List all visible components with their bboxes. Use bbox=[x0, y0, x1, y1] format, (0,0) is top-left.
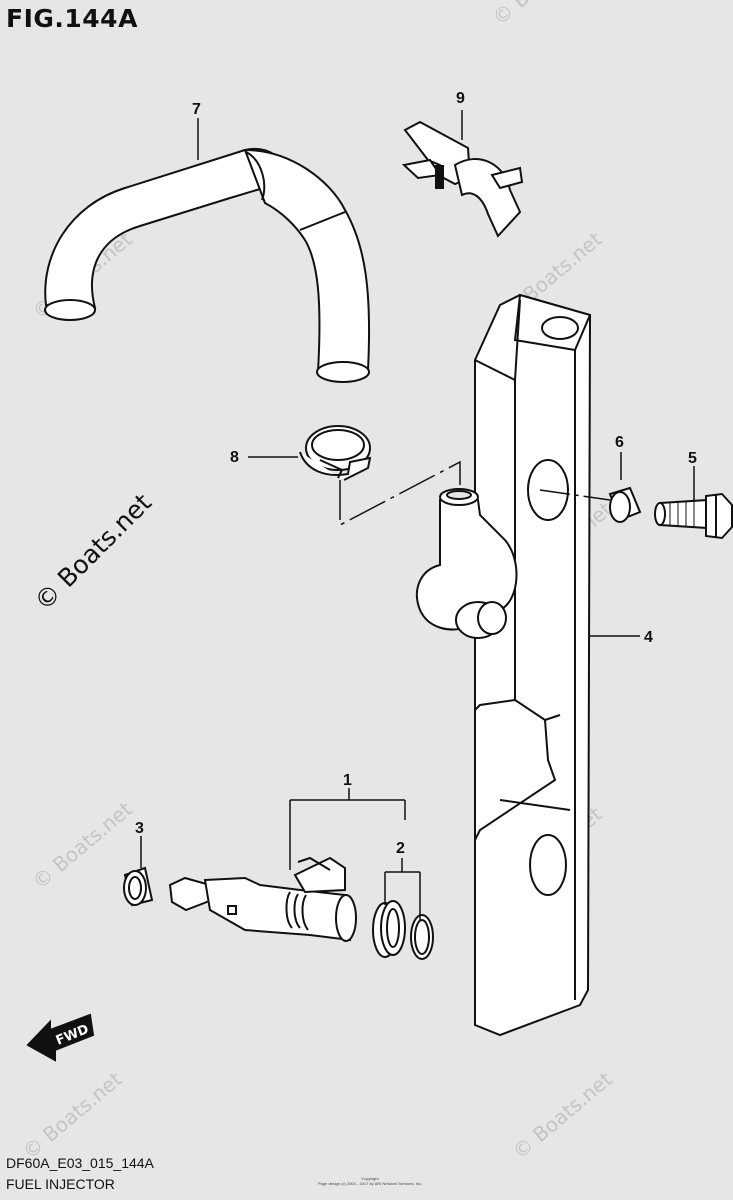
o-rings-part-2 bbox=[372, 900, 434, 960]
watermark-text: © Boats.net bbox=[488, 0, 597, 30]
clip-part-9 bbox=[401, 120, 524, 238]
callout-label-7: 7 bbox=[192, 101, 201, 118]
collar-part-6 bbox=[608, 486, 642, 523]
forward-arrow-icon: FWD bbox=[26, 1013, 95, 1062]
assembly-line bbox=[339, 460, 461, 527]
figure-title: FIG.144A bbox=[6, 4, 138, 33]
callout-label-5: 5 bbox=[688, 450, 697, 467]
callout-label-8: 8 bbox=[230, 449, 239, 466]
copyright-line: Page design (c) 2004 - 2017 by ARI Netwo… bbox=[317, 1181, 423, 1186]
callout-label-6: 6 bbox=[615, 434, 624, 451]
watermark-text: © Boats.net bbox=[18, 1067, 127, 1164]
cap-part-3 bbox=[123, 866, 154, 907]
injector-part-1 bbox=[168, 856, 357, 942]
callout-label-1: 1 bbox=[343, 772, 352, 789]
watermark-text: © Boats.net bbox=[508, 1067, 617, 1164]
leader-lines bbox=[140, 110, 695, 920]
callout-label-2: 2 bbox=[396, 840, 405, 857]
model-code: DF60A_E03_015_144A bbox=[6, 1155, 154, 1171]
callout-label-4: 4 bbox=[644, 629, 653, 646]
watermark-text: © Boats.net bbox=[28, 797, 137, 894]
fuel-rail-part-4 bbox=[415, 293, 592, 1037]
copyright-notice: Copyright Page design (c) 2004 - 2017 by… bbox=[310, 1176, 430, 1186]
watermark-text-dark: © Boats.net bbox=[29, 488, 157, 616]
hose-part-7 bbox=[44, 147, 371, 383]
diagram-description: FUEL INJECTOR bbox=[6, 1176, 115, 1192]
assembly-line bbox=[539, 489, 611, 501]
clamp-part-8 bbox=[299, 425, 372, 481]
callout-label-3: 3 bbox=[135, 820, 144, 837]
bolt-part-5 bbox=[654, 492, 733, 540]
callout-label-9: 9 bbox=[456, 90, 465, 107]
copyright-line: Copyright bbox=[361, 1176, 379, 1181]
